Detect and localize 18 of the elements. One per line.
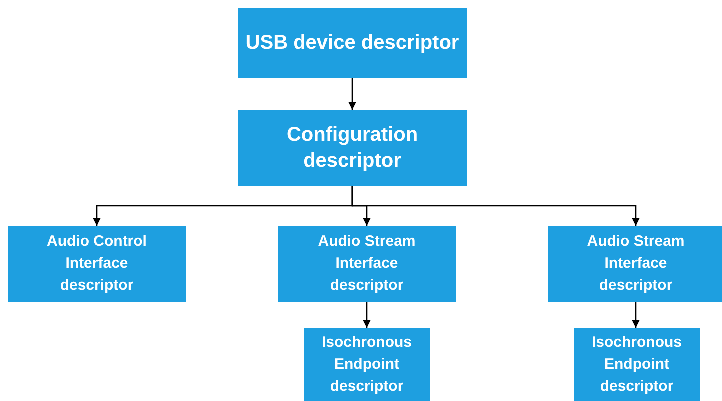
arrow	[632, 302, 640, 328]
box-label: Audio Stream Interface descriptor	[586, 232, 686, 296]
descriptor-box	[278, 226, 456, 302]
arrow	[348, 78, 356, 110]
arrow	[363, 302, 371, 328]
box-label: Isochronous Endpoint descriptor	[590, 333, 683, 397]
box-label: Audio Stream Interface descriptor	[317, 232, 417, 296]
descriptor-box	[238, 8, 467, 78]
box-label: Audio Control Interface descriptor	[46, 232, 148, 296]
box-label: USB device descriptor	[246, 31, 460, 55]
descriptor-box	[238, 110, 467, 186]
arrow	[352, 186, 640, 226]
box-label: Configuration descriptor	[286, 123, 420, 174]
descriptor-box	[574, 328, 700, 401]
descriptor-box	[8, 226, 186, 302]
descriptor-box	[548, 226, 722, 302]
box-label: Isochronous Endpoint descriptor	[320, 333, 413, 397]
descriptor-box	[304, 328, 430, 401]
